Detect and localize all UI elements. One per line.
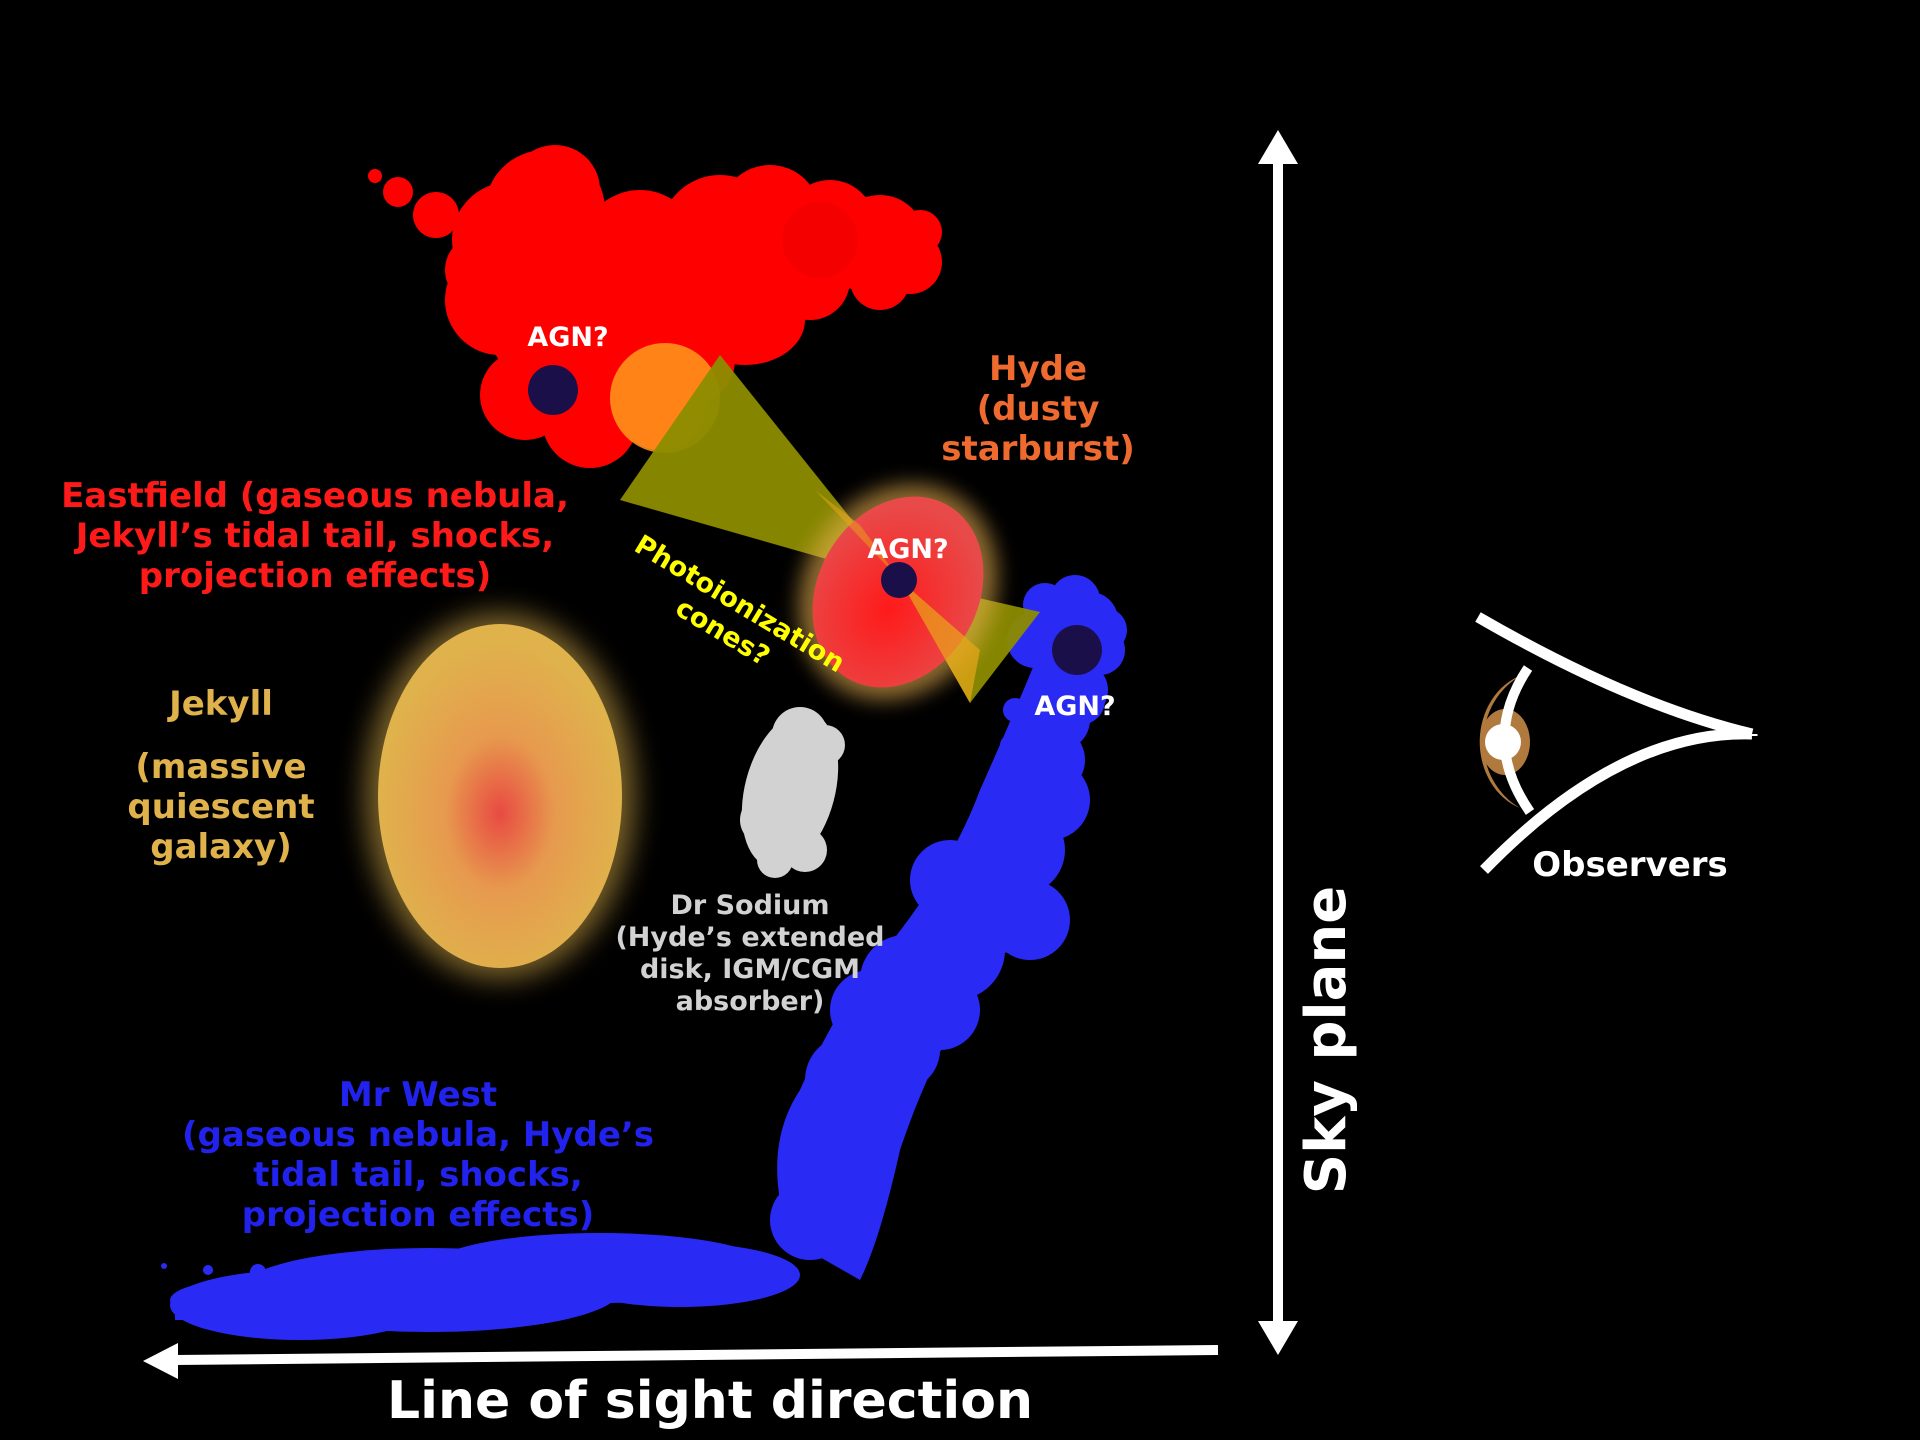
cone-upper-overlay (815, 490, 900, 580)
svg-text:Mr West: Mr West (339, 1075, 497, 1115)
cone-upper (620, 355, 900, 580)
sky-plane-arrow (1258, 130, 1298, 1355)
sky-plane-arrowhead-up (1258, 130, 1298, 164)
observers-label: Observers (1532, 845, 1728, 885)
svg-text:Jekyll’s tidal tail, shocks,: Jekyll’s tidal tail, shocks, (74, 516, 554, 556)
agn-dot-top (528, 365, 578, 415)
line-of-sight-label: Line of sight direction (387, 1371, 1033, 1431)
agn-dot-right (1052, 625, 1102, 675)
svg-text:tidal tail, shocks,: tidal tail, shocks, (253, 1155, 583, 1195)
eye-iris (1479, 675, 1522, 808)
svg-text:starburst): starburst) (941, 429, 1135, 469)
line-of-sight-arrow (143, 1343, 1219, 1379)
svg-text:(Hyde’s extended: (Hyde’s extended (615, 922, 884, 953)
agn-label-right: AGN? (1034, 691, 1115, 722)
mr-west-label: Mr West (gaseous nebula, Hyde’s tidal ta… (182, 1075, 654, 1235)
sky-plane-label: Sky plane (1294, 886, 1359, 1195)
sky-plane-arrowhead-down (1258, 1321, 1298, 1355)
eastfield-label: Eastfield (gaseous nebula, Jekyll’s tida… (61, 476, 569, 596)
agn-label-center: AGN? (867, 534, 948, 565)
svg-text:galaxy): galaxy) (150, 827, 292, 867)
svg-text:projection effects): projection effects) (242, 1195, 594, 1235)
eye-lid-inner (1499, 665, 1535, 815)
cone-lower-overlay (900, 580, 980, 703)
svg-text:(dusty: (dusty (977, 389, 1100, 429)
line-of-sight-arrowhead (143, 1343, 178, 1379)
svg-text:quiescent: quiescent (127, 787, 314, 827)
dr-sodium-cloud (740, 707, 845, 878)
agn-dot-center (881, 562, 917, 598)
agn-label-top: AGN? (527, 322, 608, 353)
svg-text:absorber): absorber) (676, 986, 825, 1017)
svg-text:(massive: (massive (135, 747, 306, 787)
svg-text:projection effects): projection effects) (139, 556, 491, 596)
hyde-label: Hyde (dusty starburst) (941, 349, 1135, 469)
dr-sodium-label: Dr Sodium (Hyde’s extended disk, IGM/CGM… (615, 890, 884, 1017)
eye-icon (1475, 612, 1758, 874)
svg-text:(gaseous nebula, Hyde’s: (gaseous nebula, Hyde’s (182, 1115, 654, 1155)
jekyll-galaxy (378, 624, 622, 968)
eastfield-inner-blob (782, 202, 858, 278)
svg-text:Eastfield (gaseous nebula,: Eastfield (gaseous nebula, (61, 476, 569, 516)
svg-text:disk, IGM/CGM: disk, IGM/CGM (640, 954, 860, 985)
jekyll-name: Jekyll (167, 684, 273, 724)
svg-text:Hyde: Hyde (989, 349, 1087, 389)
jekyll-description: (massive quiescent galaxy) (127, 747, 314, 867)
svg-text:Dr Sodium: Dr Sodium (670, 890, 829, 921)
